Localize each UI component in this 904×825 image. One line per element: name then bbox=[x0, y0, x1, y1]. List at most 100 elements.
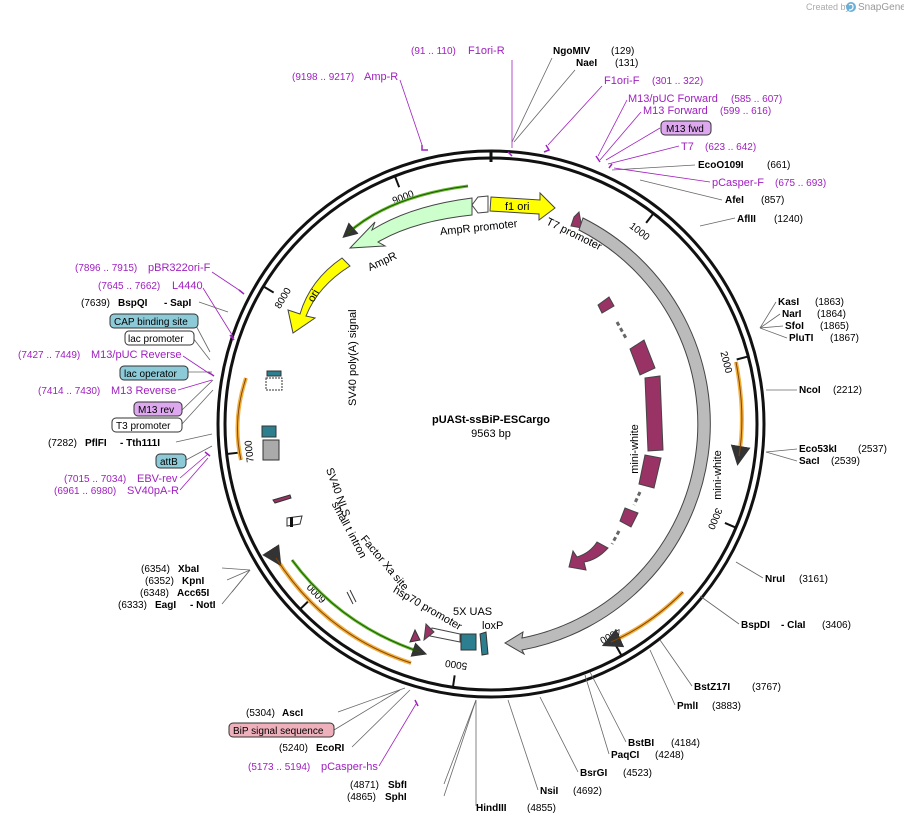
svg-text:(1865): (1865) bbox=[820, 321, 849, 332]
enzyme-asci: (5304)AscI bbox=[246, 708, 303, 719]
svg-text:F1ori-F: F1ori-F bbox=[604, 75, 640, 87]
primer-leader-lines bbox=[177, 60, 711, 767]
svg-text:(7645 .. 7662): (7645 .. 7662) bbox=[98, 281, 160, 292]
svg-text:(3406): (3406) bbox=[822, 620, 851, 631]
svg-text:Acc65I: Acc65I bbox=[177, 588, 209, 599]
svg-text:(2212): (2212) bbox=[833, 385, 862, 396]
svg-text:SfoI: SfoI bbox=[785, 321, 804, 332]
svg-text:attB: attB bbox=[160, 457, 178, 468]
svg-text:(1867): (1867) bbox=[830, 333, 859, 344]
svg-text:M13 Forward: M13 Forward bbox=[643, 105, 708, 117]
plasmid-length: 9563 bp bbox=[471, 428, 511, 440]
svg-text:PflFI: PflFI bbox=[85, 438, 107, 449]
svg-text:(6354): (6354) bbox=[141, 564, 170, 575]
svg-text:Amp-R: Amp-R bbox=[364, 71, 398, 83]
svg-text:M13 fwd: M13 fwd bbox=[666, 124, 704, 135]
svg-text:EBV-rev: EBV-rev bbox=[137, 473, 178, 485]
enzyme-kpni: (6352)KpnI bbox=[145, 576, 204, 587]
svg-text:(7639): (7639) bbox=[81, 298, 110, 309]
small-t-intron-feature bbox=[286, 515, 303, 527]
f1-ori-label: f1 ori bbox=[505, 201, 529, 213]
svg-text:(857): (857) bbox=[761, 195, 784, 206]
svg-text:(661): (661) bbox=[767, 160, 790, 171]
svg-text:(3883): (3883) bbox=[712, 701, 741, 712]
svg-text:AfeI: AfeI bbox=[725, 195, 744, 206]
svg-text:(6961 .. 6980): (6961 .. 6980) bbox=[54, 486, 116, 497]
created-by-label: Created by bbox=[806, 2, 851, 12]
tick-mark-9000 bbox=[393, 175, 401, 188]
enzyme-bspdi-clai: BspDI- ClaI(3406) bbox=[741, 620, 851, 631]
primer-labels: (91 .. 110)F1ori-R (9198 .. 9217)Amp-R F… bbox=[18, 45, 826, 773]
grey-block-feature bbox=[262, 439, 280, 461]
svg-text:(6333): (6333) bbox=[118, 600, 147, 611]
svg-text:(1864): (1864) bbox=[817, 309, 846, 320]
svg-text:NruI: NruI bbox=[765, 574, 785, 585]
svg-text:lac operator: lac operator bbox=[124, 369, 177, 380]
enzyme-afei: AfeI (857) bbox=[725, 195, 784, 206]
ori-feature bbox=[287, 257, 351, 334]
svg-text:(7427 .. 7449): (7427 .. 7449) bbox=[18, 350, 80, 361]
svg-text:EcoO109I: EcoO109I bbox=[698, 160, 744, 171]
loxp-feature bbox=[479, 631, 489, 656]
enzyme-nrui: NruI(3161) bbox=[765, 574, 828, 585]
enzyme-hindiii: HindIII (4855) bbox=[476, 803, 556, 814]
primer-m13-puc-reverse: (7427 .. 7449)M13/pUC Reverse bbox=[18, 349, 181, 361]
attb-box: attB bbox=[155, 453, 187, 469]
factor-xa-label: Factor Xa site bbox=[358, 533, 411, 593]
svg-text:(129): (129) bbox=[611, 46, 634, 57]
svg-text:T3 promoter: T3 promoter bbox=[116, 421, 171, 432]
m13-rev-box: M13 rev bbox=[133, 401, 183, 417]
svg-text:NcoI: NcoI bbox=[799, 385, 821, 396]
tick-label-8000: 8000 bbox=[273, 286, 294, 311]
svg-text:SacI: SacI bbox=[799, 456, 820, 467]
svg-text:(2537): (2537) bbox=[858, 444, 887, 455]
enzyme-sbfi: (4871)SbfI bbox=[350, 780, 407, 791]
enzyme-bstbi: BstBI(4184) bbox=[628, 738, 700, 749]
tick-label-4000: 4000 bbox=[597, 625, 622, 646]
enzyme-pmli: PmlI(3883) bbox=[677, 701, 741, 712]
t3-promoter-box: T3 promoter bbox=[111, 417, 183, 433]
svg-text:(4692): (4692) bbox=[573, 786, 602, 797]
svg-text:(7896 .. 7915): (7896 .. 7915) bbox=[75, 263, 137, 274]
enzyme-ncoi: NcoI (2212) bbox=[799, 385, 862, 396]
primer-ebv-rev: (7015 .. 7034)EBV-rev bbox=[64, 473, 178, 485]
enzyme-aflii: AflII(1240) bbox=[737, 214, 803, 225]
svg-text:- NotI: - NotI bbox=[190, 600, 216, 611]
f1-ori-feature bbox=[489, 191, 556, 221]
enzyme-nari: NarI(1864) bbox=[782, 309, 846, 320]
svg-text:HindIII: HindIII bbox=[476, 803, 507, 814]
svg-text:Eco53kI: Eco53kI bbox=[799, 444, 837, 455]
primer-amp-r: (9198 .. 9217)Amp-R bbox=[292, 71, 398, 83]
svg-text:pBR322ori-F: pBR322ori-F bbox=[148, 262, 211, 274]
svg-text:SbfI: SbfI bbox=[388, 780, 407, 791]
svg-text:M13/pUC Forward: M13/pUC Forward bbox=[628, 93, 718, 105]
leader-lines bbox=[175, 57, 798, 806]
primer-f1ori-f: F1ori-F(301 .. 322) bbox=[604, 75, 703, 87]
svg-text:(4865): (4865) bbox=[347, 792, 376, 803]
tick-mark-4000 bbox=[614, 644, 623, 657]
enzyme-ecori: (5240)EcoRI bbox=[279, 743, 345, 754]
enzyme-xbai: (6354)XbaI bbox=[141, 564, 199, 575]
svg-text:F1ori-R: F1ori-R bbox=[468, 45, 505, 57]
plasmid-name: pUASt-ssBiP-ESCargo bbox=[432, 414, 550, 426]
tick-label-3000: 3000 bbox=[705, 506, 724, 531]
svg-text:(4855): (4855) bbox=[527, 803, 556, 814]
snapgene-logo-icon bbox=[846, 2, 856, 12]
enzyme-bstz17i: BstZ17I(3767) bbox=[694, 682, 781, 693]
svg-text:(5304): (5304) bbox=[246, 708, 275, 719]
enzyme-eagi-noti: (6333)EagI- NotI bbox=[118, 600, 216, 611]
lac-promoter-box: lac promoter bbox=[124, 330, 195, 346]
svg-text:T7: T7 bbox=[681, 141, 694, 153]
svg-text:- ClaI: - ClaI bbox=[781, 620, 806, 631]
svg-text:(4184): (4184) bbox=[671, 738, 700, 749]
mini-white-outer-feature bbox=[504, 217, 711, 656]
svg-text:AflII: AflII bbox=[737, 214, 756, 225]
tick-mark-3000 bbox=[724, 522, 737, 529]
svg-text:BspQI: BspQI bbox=[118, 298, 148, 309]
ori-label: ori bbox=[306, 288, 323, 305]
primer-sv40pa-r: (6961 .. 6980)SV40pA-R bbox=[54, 485, 179, 497]
svg-text:(131): (131) bbox=[615, 58, 638, 69]
uas-label: 5X UAS bbox=[453, 606, 492, 618]
primer-m13-puc-forward: M13/pUC Forward(585 .. 607) bbox=[628, 93, 782, 105]
svg-text:PluTI: PluTI bbox=[789, 333, 814, 344]
